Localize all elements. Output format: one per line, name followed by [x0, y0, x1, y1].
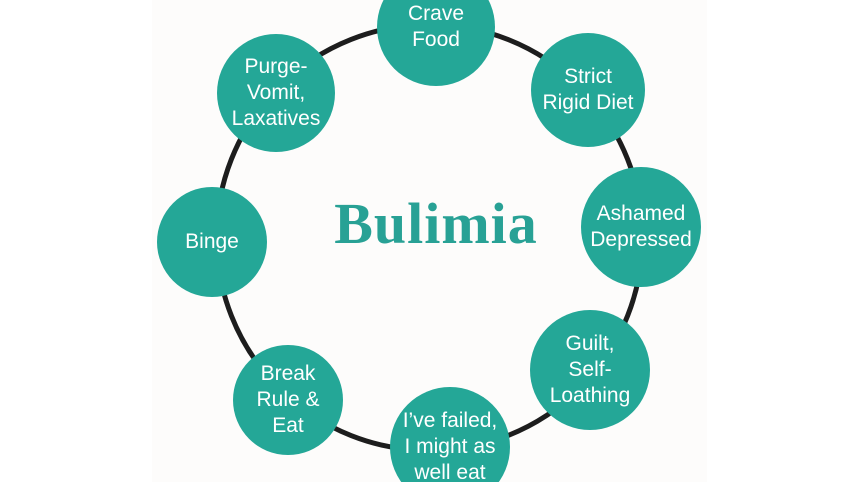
node-binge-label: Binge	[185, 230, 239, 253]
node-ashamed-depressed-label: Ashamed Depressed	[590, 202, 692, 251]
node-ive-failed-might-as-well-eat: I’ve failed, I might as well eat	[390, 387, 510, 482]
node-crave-food: Crave Food	[377, 0, 495, 86]
node-crave-food-label: Crave Food	[407, 2, 465, 51]
node-purge-vomit-laxatives: Purge- Vomit, Laxatives	[217, 34, 335, 152]
node-strict-rigid-diet-label: Strict Rigid Diet	[542, 65, 634, 114]
node-strict-rigid-diet: Strict Rigid Diet	[531, 33, 645, 147]
node-guilt-self-loathing: Guilt, Self- Loathing	[530, 310, 650, 430]
node-binge: Binge	[157, 187, 267, 297]
node-ashamed-depressed: Ashamed Depressed	[581, 167, 701, 287]
node-guilt-self-loathing-label: Guilt, Self- Loathing	[549, 332, 631, 407]
node-purge-vomit-laxatives-label: Purge- Vomit, Laxatives	[231, 55, 321, 130]
node-ive-failed-might-as-well-eat-label: I’ve failed, I might as well eat	[402, 409, 498, 482]
node-break-rule-and-eat-label: Break Rule & Eat	[256, 362, 320, 437]
diagram-title: Bulimia	[334, 191, 538, 256]
node-break-rule-and-eat: Break Rule & Eat	[233, 345, 343, 455]
